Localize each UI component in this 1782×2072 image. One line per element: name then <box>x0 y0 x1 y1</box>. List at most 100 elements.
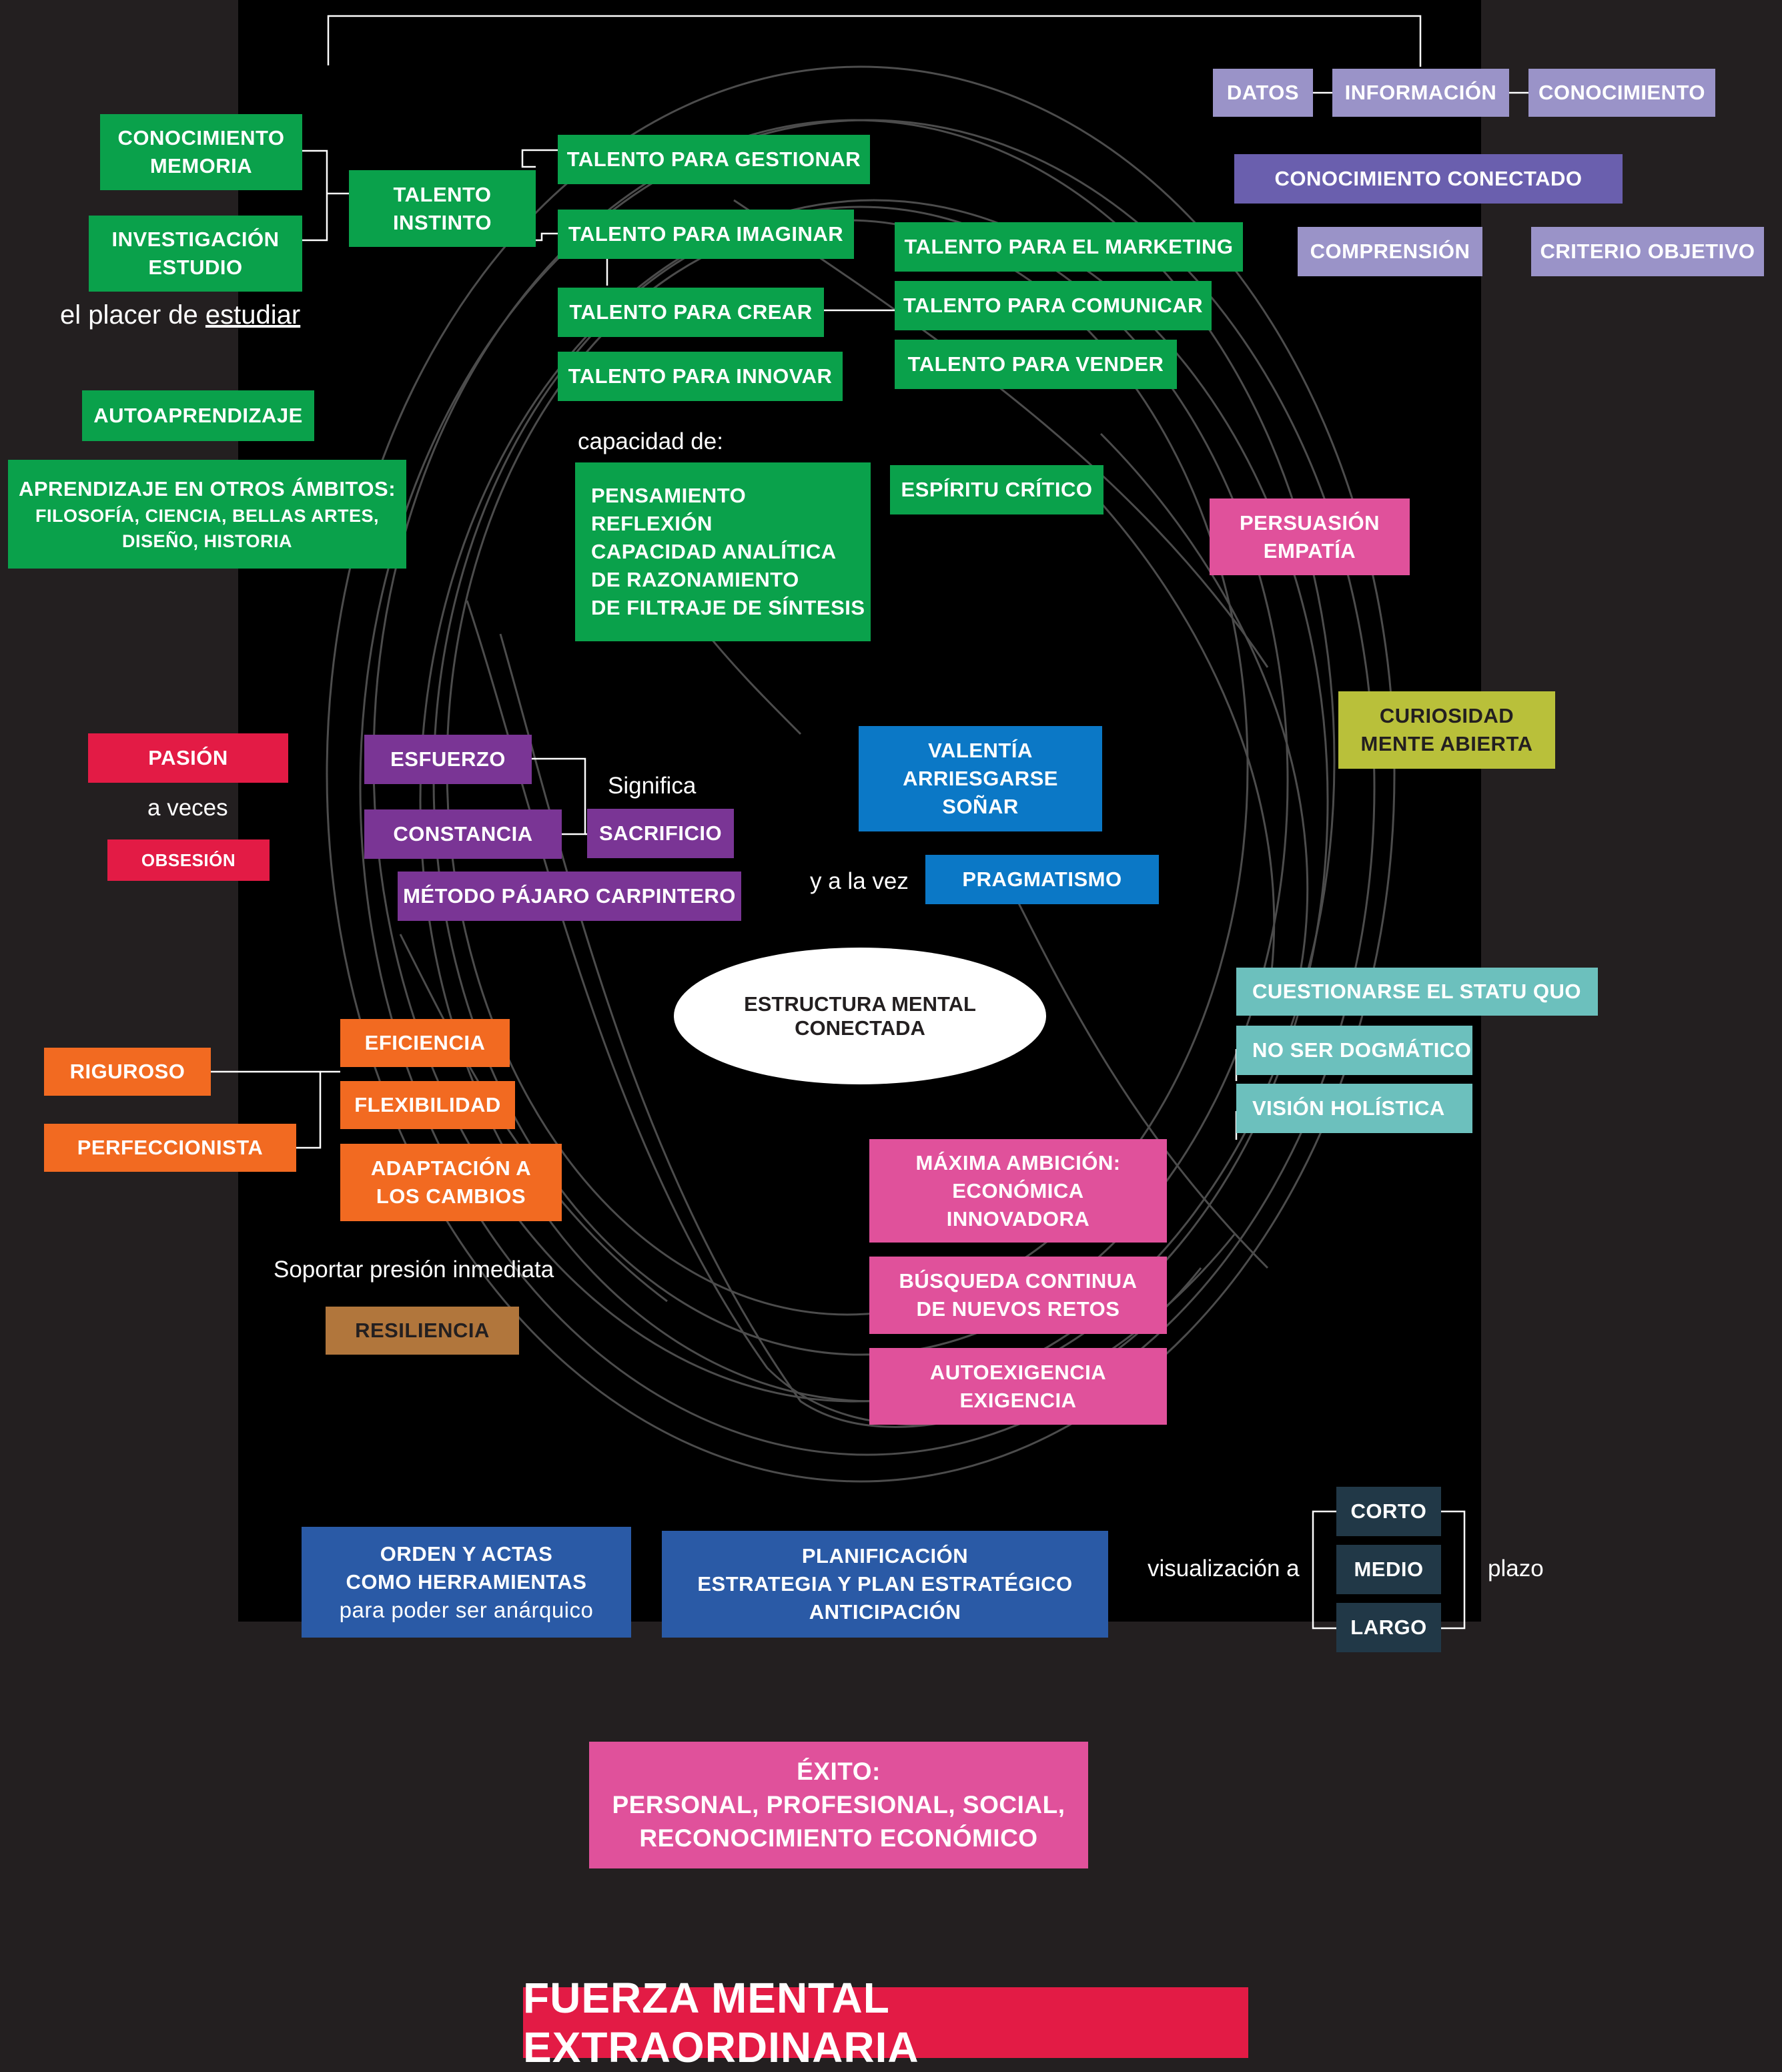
no-dogmatico-box: NO SER DOGMÁTICO <box>1236 1026 1472 1075</box>
sonar-line: SOÑAR <box>942 795 1019 818</box>
aprendizaje-line-1: FILOSOFÍA, CIENCIA, BELLAS ARTES, <box>35 505 379 526</box>
comprension-box: COMPRENSIÓN <box>1298 227 1482 276</box>
visualizacion-label: visualización a <box>1148 1556 1300 1582</box>
constancia-box: CONSTANCIA <box>364 809 562 859</box>
exigencia-line: EXIGENCIA <box>959 1388 1077 1412</box>
criterio-objetivo-box: CRITERIO OBJETIVO <box>1531 227 1764 276</box>
busqueda-retos-box: BÚSQUEDA CONTINUA DE NUEVOS RETOS <box>869 1257 1167 1334</box>
informacion-box: INFORMACIÓN <box>1332 69 1509 117</box>
innovadora-line: INNOVADORA <box>946 1206 1090 1231</box>
planificacion-line: PLANIFICACIÓN <box>801 1544 969 1568</box>
plazo-largo-box: LARGO <box>1336 1603 1441 1652</box>
exito-box: ÉXITO: PERSONAL, PROFESIONAL, SOCIAL, RE… <box>589 1742 1088 1868</box>
anarquico-line: para poder ser anárquico <box>339 1598 594 1622</box>
retos-line: DE NUEVOS RETOS <box>916 1297 1120 1321</box>
eficiencia-box: EFICIENCIA <box>340 1019 510 1067</box>
conocimiento-conectado-box: CONOCIMIENTO CONECTADO <box>1234 154 1623 204</box>
placer-prefix: el placer de <box>60 300 205 330</box>
maxima-ambicion-line: MÁXIMA AMBICIÓN: <box>915 1150 1121 1174</box>
capacidad-item: DE RAZONAMIENTO <box>591 568 799 591</box>
investigacion-line: INVESTIGACIÓN <box>111 228 280 251</box>
sacrificio-box: SACRIFICIO <box>587 809 734 858</box>
talento-imaginar-box: TALENTO PARA IMAGINAR <box>558 210 854 259</box>
capacidad-label: capacidad de: <box>578 428 723 454</box>
busqueda-line: BÚSQUEDA CONTINUA <box>899 1269 1138 1293</box>
capacidad-item: REFLEXIÓN <box>591 512 713 535</box>
capacidad-item: CAPACIDAD ANALÍTICA <box>591 540 837 563</box>
instinto-line: INSTINTO <box>392 210 492 234</box>
herramientas-line: COMO HERRAMIENTAS <box>346 1570 587 1594</box>
cuestionarse-box: CUESTIONARSE EL STATU QUO <box>1236 968 1598 1016</box>
riguroso-box: RIGUROSO <box>44 1048 211 1096</box>
capacidad-item: PENSAMIENTO <box>591 484 747 507</box>
resiliencia-box: RESILIENCIA <box>326 1307 519 1355</box>
soportar-presion-label: Soportar presión inmediata <box>274 1257 554 1283</box>
planificacion-box: PLANIFICACIÓN ESTRATEGIA Y PLAN ESTRATÉG… <box>662 1531 1108 1638</box>
conectada-line: CONECTADA <box>795 1016 925 1040</box>
datos-box: DATOS <box>1213 69 1313 117</box>
a-veces-label: a veces <box>147 795 228 821</box>
adaptacion-box: ADAPTACIÓN A LOS CAMBIOS <box>340 1144 562 1221</box>
cambios-line: LOS CAMBIOS <box>376 1184 526 1208</box>
aprendizaje-otros-box: APRENDIZAJE EN OTROS ÁMBITOS: FILOSOFÍA,… <box>8 460 406 569</box>
talento-comunicar-box: TALENTO PARA COMUNICAR <box>895 281 1212 330</box>
talento-line: TALENTO <box>393 182 492 206</box>
plazo-medio-box: MEDIO <box>1336 1545 1441 1594</box>
curiosidad-line: CURIOSIDAD <box>1379 704 1514 727</box>
talento-vender-box: TALENTO PARA VENDER <box>895 340 1177 389</box>
conocimiento-box: CONOCIMIENTO <box>1528 69 1715 117</box>
aprendizaje-title: APRENDIZAJE EN OTROS ÁMBITOS: <box>18 476 396 500</box>
adaptacion-line: ADAPTACIÓN A <box>370 1156 532 1180</box>
orden-actas-box: ORDEN Y ACTAS COMO HERRAMIENTAS para pod… <box>302 1527 631 1638</box>
empatia-line: EMPATÍA <box>1263 539 1356 563</box>
y-a-la-vez-label: y a la vez <box>810 868 909 894</box>
economica-line: ECONÓMICA <box>952 1178 1084 1202</box>
autoaprendizaje-box: AUTOAPRENDIZAJE <box>82 390 314 441</box>
pasion-box: PASIÓN <box>88 733 288 783</box>
perfeccionista-box: PERFECCIONISTA <box>44 1124 296 1172</box>
estructura-line: ESTRUCTURA MENTAL <box>744 992 976 1016</box>
plazo-label: plazo <box>1488 1556 1544 1582</box>
valentia-line: VALENTÍA <box>928 739 1033 762</box>
vision-holistica-box: VISIÓN HOLÍSTICA <box>1236 1084 1472 1133</box>
conocimiento-line: CONOCIMIENTO <box>117 126 285 149</box>
autoexigencia-box: AUTOEXIGENCIA EXIGENCIA <box>869 1348 1167 1425</box>
investigacion-estudio-box: INVESTIGACIÓN ESTUDIO <box>89 216 302 292</box>
exito-tipos-line: PERSONAL, PROFESIONAL, SOCIAL, <box>612 1791 1065 1818</box>
talento-innovar-box: TALENTO PARA INNOVAR <box>558 352 843 401</box>
aprendizaje-line-2: DISEÑO, HISTORIA <box>121 531 293 551</box>
mente-abierta-line: MENTE ABIERTA <box>1360 732 1533 755</box>
esfuerzo-box: ESFUERZO <box>364 735 532 784</box>
metodo-pajaro-box: MÉTODO PÁJARO CARPINTERO <box>398 872 741 921</box>
orden-line: ORDEN Y ACTAS <box>380 1542 553 1566</box>
flexibilidad-box: FLEXIBILIDAD <box>340 1081 515 1129</box>
talento-marketing-box: TALENTO PARA EL MARKETING <box>895 222 1243 272</box>
persuasion-empatia-box: PERSUASIÓN EMPATÍA <box>1210 498 1410 575</box>
capacidad-item: DE FILTRAJE DE SÍNTESIS <box>591 596 865 619</box>
placer-underlined: estudiar <box>205 300 301 330</box>
plazo-corto-box: CORTO <box>1336 1487 1441 1536</box>
estructura-mental-ellipse: ESTRUCTURA MENTAL CONECTADA <box>674 948 1046 1084</box>
espiritu-critico-box: ESPÍRITU CRÍTICO <box>890 465 1103 514</box>
pragmatismo-box: PRAGMATISMO <box>925 855 1159 904</box>
conocimiento-memoria-box: CONOCIMIENTO MEMORIA <box>100 114 302 190</box>
talento-crear-box: TALENTO PARA CREAR <box>558 288 824 337</box>
capacidades-box: PENSAMIENTO REFLEXIÓN CAPACIDAD ANALÍTIC… <box>575 462 871 641</box>
estudio-line: ESTUDIO <box>148 256 243 279</box>
memoria-line: MEMORIA <box>149 154 253 178</box>
persuasion-line: PERSUASIÓN <box>1240 510 1380 535</box>
maxima-ambicion-box: MÁXIMA AMBICIÓN: ECONÓMICA INNOVADORA <box>869 1139 1167 1243</box>
obsesion-box: OBSESIÓN <box>107 839 270 881</box>
autoexigencia-line: AUTOEXIGENCIA <box>929 1360 1107 1384</box>
curiosidad-box: CURIOSIDAD MENTE ABIERTA <box>1338 691 1555 769</box>
exito-economico-line: RECONOCIMIENTO ECONÓMICO <box>639 1824 1038 1852</box>
talento-gestionar-box: TALENTO PARA GESTIONAR <box>558 135 870 184</box>
arriesgarse-line: ARRIESGARSE <box>903 767 1058 790</box>
talento-instinto-box: TALENTO INSTINTO <box>349 170 536 247</box>
valentia-box: VALENTÍA ARRIESGARSE SOÑAR <box>859 726 1102 831</box>
placer-estudiar-label: el placer de estudiar <box>60 300 300 330</box>
exito-line: ÉXITO: <box>797 1758 881 1785</box>
anticipacion-line: ANTICIPACIÓN <box>809 1600 961 1624</box>
significa-label: Significa <box>608 773 697 799</box>
